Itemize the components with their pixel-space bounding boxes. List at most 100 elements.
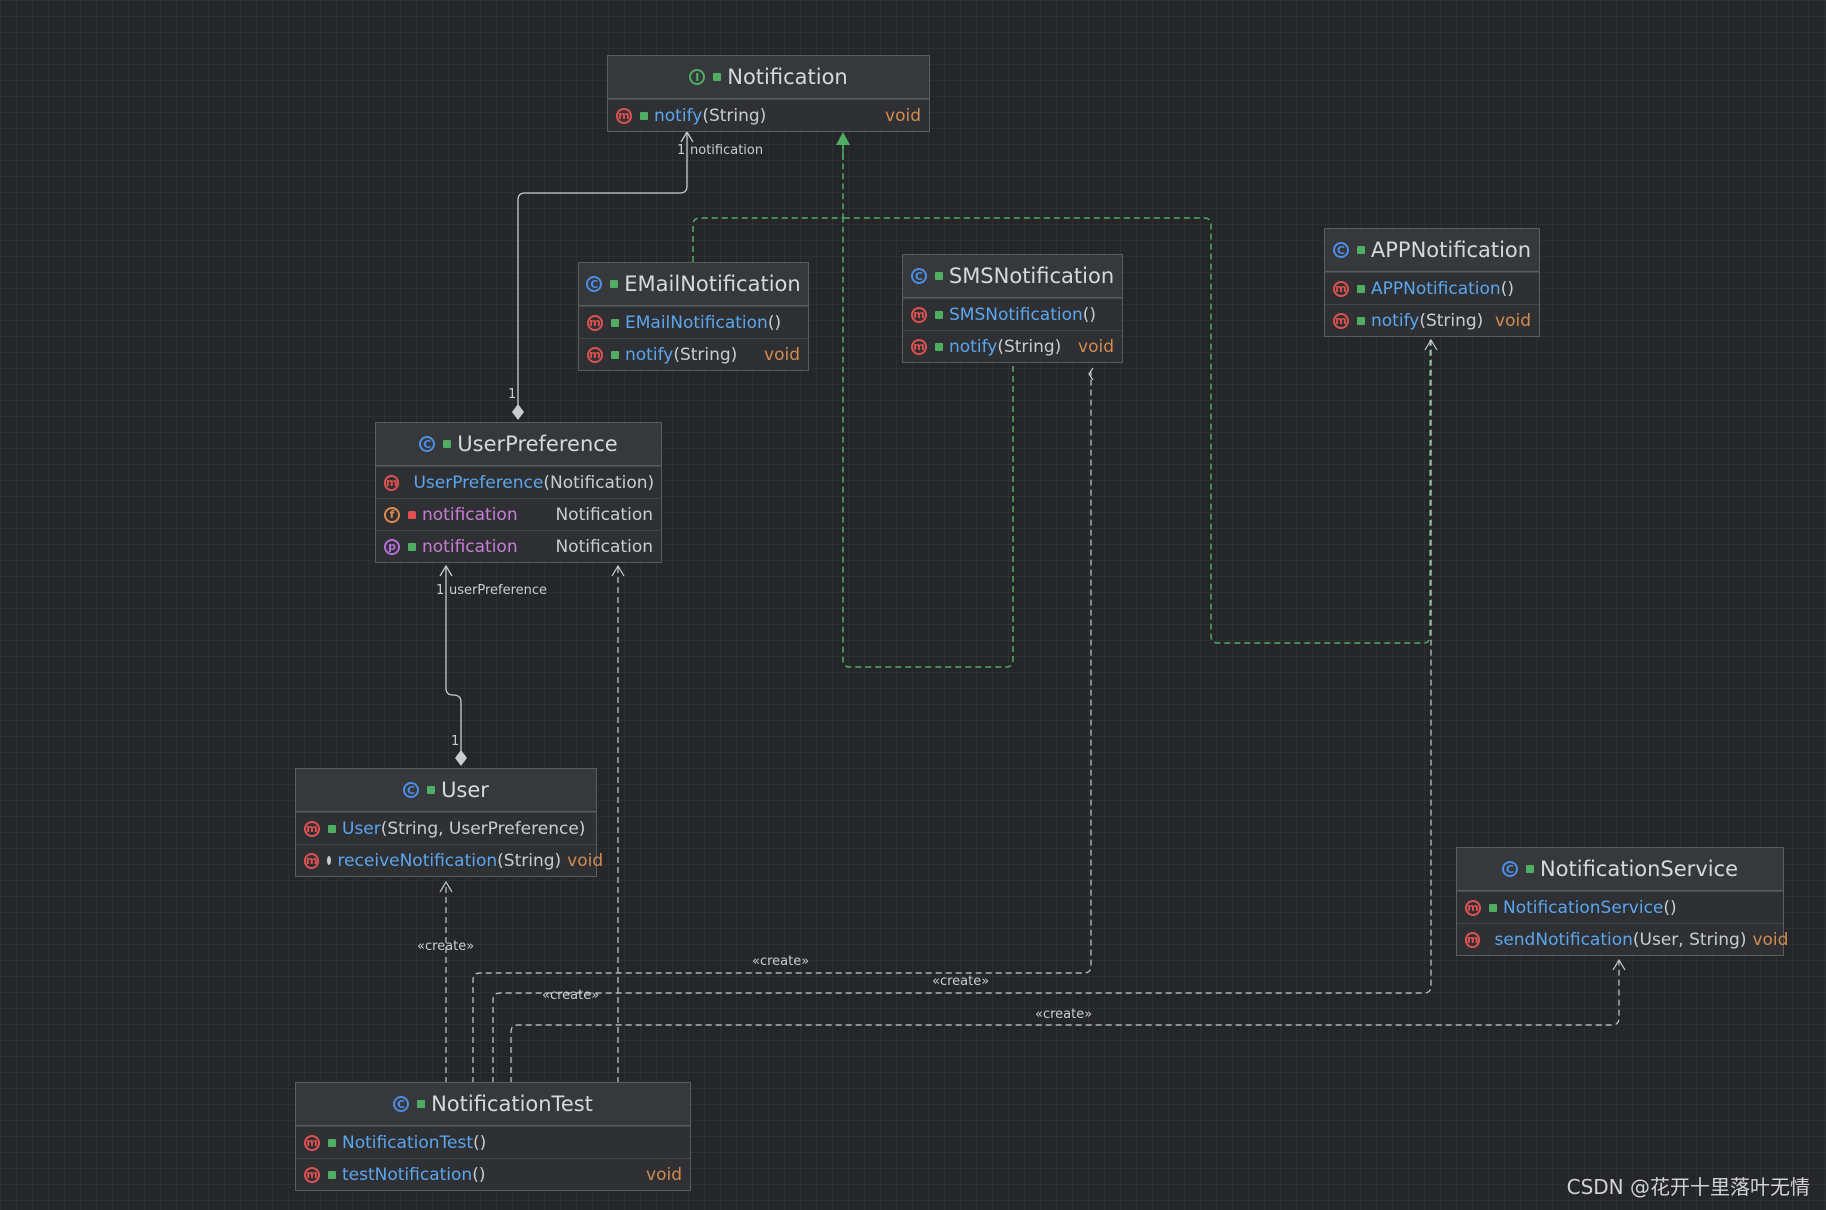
- class-header: C NotificationService: [1457, 848, 1783, 891]
- member-name: EMailNotification: [625, 312, 768, 333]
- member-signature: (Notification): [543, 472, 655, 493]
- member-type: void: [646, 1164, 682, 1185]
- public-visibility-icon: [935, 342, 943, 351]
- member-name: NotificationService: [1503, 897, 1664, 918]
- public-visibility-icon: [328, 1170, 336, 1179]
- member-name: SMSNotification: [949, 304, 1083, 325]
- class-name: APPNotification: [1370, 238, 1532, 262]
- class-appnotification[interactable]: C APPNotification m APPNotification() m …: [1324, 228, 1540, 337]
- member-type: void: [764, 344, 800, 365]
- class-userpreference[interactable]: C UserPreference m UserPreference(Notifi…: [375, 422, 662, 563]
- private-lock-icon: [408, 510, 416, 519]
- role-label: userPreference: [449, 583, 548, 598]
- member-row[interactable]: m notify(String) void: [903, 330, 1122, 362]
- public-visibility-icon: [1357, 316, 1365, 325]
- member-row[interactable]: m UserPreference(Notification): [376, 466, 661, 498]
- class-smsnotification[interactable]: C SMSNotification m SMSNotification() m …: [902, 254, 1123, 363]
- multiplicity-label: 1: [451, 734, 460, 749]
- member-row[interactable]: m NotificationTest(): [296, 1126, 690, 1158]
- edge-create-smsnotification: [472, 372, 1092, 1083]
- member-signature: (): [767, 312, 782, 333]
- class-icon: C: [403, 782, 420, 798]
- class-icon: C: [586, 276, 603, 292]
- composition-diamond-user: [455, 750, 467, 766]
- public-visibility-icon: [934, 272, 943, 280]
- member-row[interactable]: m SMSNotification(): [903, 298, 1122, 330]
- method-icon: m: [1465, 899, 1481, 916]
- public-visibility-icon: [1356, 246, 1365, 254]
- composition-diamond-userpreference: [512, 404, 524, 420]
- member-name: NotificationTest: [342, 1132, 474, 1153]
- multiplicity-label: 1: [508, 387, 517, 402]
- method-icon: m: [587, 314, 603, 331]
- edge-appnotification-realizes-notification: [843, 217, 1431, 644]
- public-visibility-icon: [610, 280, 619, 288]
- class-icon: C: [1332, 242, 1349, 258]
- create-label: «create»: [932, 974, 990, 989]
- public-visibility-icon: [1525, 865, 1534, 873]
- member-type: void: [1078, 336, 1114, 357]
- class-notification[interactable]: I Notification m notify(String) void: [607, 55, 930, 132]
- member-row[interactable]: m APPNotification(): [1325, 272, 1539, 304]
- member-row[interactable]: m NotificationService(): [1457, 891, 1783, 923]
- class-notificationservice[interactable]: C NotificationService m NotificationServ…: [1456, 847, 1788, 956]
- class-icon: C: [1501, 861, 1518, 877]
- member-name: notification: [422, 504, 518, 525]
- edge-emailnotification-realizes-notification: [692, 132, 844, 262]
- class-icon: C: [419, 436, 436, 452]
- member-row[interactable]: m receiveNotification(String) void: [296, 844, 603, 876]
- create-label: «create»: [1035, 1007, 1093, 1022]
- member-signature: (): [1082, 304, 1097, 325]
- class-icon: C: [910, 268, 927, 284]
- member-signature: (): [472, 1164, 486, 1185]
- watermark: CSDN @花开十里落叶无情: [1566, 1175, 1810, 1199]
- member-type: void: [1495, 310, 1531, 331]
- member-name: sendNotification: [1494, 929, 1633, 950]
- public-visibility-icon: [935, 310, 943, 319]
- method-icon: m: [304, 820, 320, 837]
- class-emailnotification[interactable]: C EMailNotification m EMailNotification(…: [578, 262, 809, 371]
- method-icon: m: [304, 1166, 320, 1183]
- member-name: notify: [1371, 310, 1420, 331]
- member-row[interactable]: f notification Notification: [376, 498, 661, 530]
- class-header: C SMSNotification: [903, 255, 1122, 298]
- method-icon: m: [1333, 280, 1349, 297]
- class-header: C NotificationTest: [296, 1083, 690, 1126]
- member-row[interactable]: m EMailNotification(): [579, 306, 808, 338]
- member-signature: (): [473, 1132, 487, 1153]
- role-label: notification: [690, 143, 764, 158]
- member-type: void: [567, 850, 604, 871]
- member-signature: (): [1663, 897, 1677, 918]
- member-name: User: [342, 818, 381, 839]
- member-row[interactable]: m notify(String) void: [608, 99, 929, 131]
- member-name: receiveNotification: [337, 850, 498, 871]
- edge-user-userpreference: [445, 566, 462, 758]
- edge-smsnotification-realizes-notification: [842, 218, 1014, 668]
- public-visibility-icon: [713, 73, 722, 81]
- interface-icon: I: [689, 69, 706, 85]
- member-type: void: [885, 105, 921, 126]
- member-signature: (User, String): [1632, 929, 1747, 950]
- public-visibility-icon: [328, 1138, 336, 1147]
- member-row[interactable]: m testNotification() void: [296, 1158, 690, 1190]
- member-row[interactable]: m User(String, UserPreference): [296, 812, 596, 844]
- method-icon: m: [616, 107, 632, 124]
- member-type: Notification: [555, 536, 653, 557]
- member-row[interactable]: m sendNotification(User, String) void: [1457, 923, 1788, 955]
- member-row[interactable]: m notify(String) void: [1325, 304, 1539, 336]
- member-signature: (String): [997, 336, 1062, 357]
- class-user[interactable]: C User m User(String, UserPreference) m …: [295, 768, 603, 877]
- member-row[interactable]: p notification Notification: [376, 530, 661, 562]
- public-visibility-icon: [417, 1100, 426, 1108]
- class-header: C APPNotification: [1325, 229, 1539, 272]
- create-label: «create»: [542, 988, 600, 1003]
- create-label: «create»: [752, 954, 810, 969]
- field-icon: f: [384, 506, 400, 523]
- edge-create-emailnotification: [492, 340, 1432, 1083]
- member-row[interactable]: m notify(String) void: [579, 338, 808, 370]
- class-notificationtest[interactable]: C NotificationTest m NotificationTest() …: [295, 1082, 691, 1191]
- method-icon: m: [304, 852, 320, 869]
- public-visibility-icon: [328, 824, 336, 833]
- realization-arrowhead: [836, 132, 850, 145]
- class-name: User: [441, 778, 489, 802]
